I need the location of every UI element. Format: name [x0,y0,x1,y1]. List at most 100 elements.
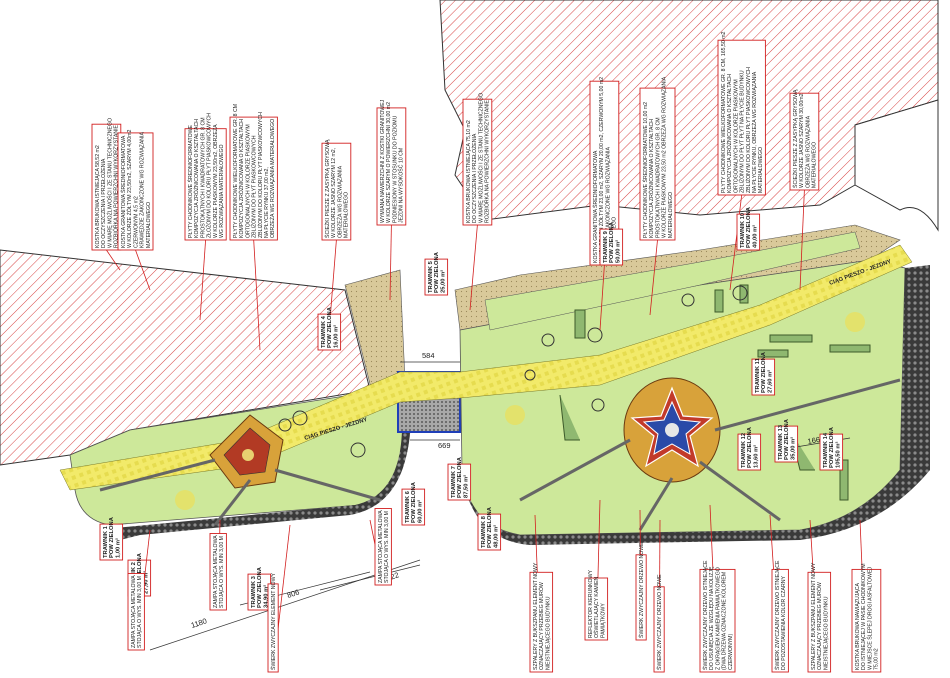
annotation-box [789,92,820,191]
annotation-text: ZBLIŻONYM DO KOLORU PŁYT PIASKOWCOWYCH [257,112,264,238]
annotation-text: W KOLORACH ŻÓŁTYM 23,00 m2, SZARYM 20,00… [598,77,605,263]
annotation-text: ŚWIERK ZWYCZAJNY DRZEWO NOWE [655,574,663,670]
annotation-text: PROSTOKĄTNYCH I KWADRATOWYCH GR. 8 CM [655,117,661,238]
annotation-text: KOSTKA BRUKOWA ISTNIEJĄCA 58,52 m2 [95,145,101,248]
annotation-text: KOMPOZYCJA ZRÓŻNICOWANA O KSZTAŁTACH [648,119,655,238]
annotation-text: MATERIAŁOWEGO [758,147,764,193]
annotation-text: PODNIESIONY W STOSUNKU DO POZIOMU [392,115,398,223]
annotation-t9: PŁYTY CHODNIKOWE ŚREDNIOFORMATOWE 10,00 … [639,76,676,241]
leader-line [649,239,658,316]
annotation-box [699,568,736,673]
annotation-text: TRAWNIK 14 [823,432,829,468]
annotation-text: TRAWNIK 4 [321,315,327,348]
dimension-806: 806 [286,587,301,599]
leader-line [199,239,206,321]
annotation-text: OZNACZAJĄCY PRZEBIEG MURÓW [538,582,545,670]
trees [175,285,865,510]
annotation-box [771,568,789,673]
annotation-text: ZAMPA STOJĄCA METALOWA [213,535,219,608]
annotation-text: TRAWNIK 6 [405,490,411,523]
annotation-text: 48,00 m² [492,525,499,548]
annotation-text: ZBLIŻONYM DO PŁYT PŁYT NA PŁYCIE BUDYNKU [739,70,746,193]
annotation-box [751,358,776,396]
annotation-text: TRAWNIK 13 [778,424,784,460]
annotation-box [447,463,472,501]
annotation-b7: ŚWIERK ZWYCZAJNY DRZEWO NOWE [635,542,647,641]
annotation-box [376,107,407,226]
annotation-text: KRAWĘDZIE ZAKOŃCZONE WG ROZWIĄZANIA [604,147,611,263]
annotation-text: OBRZEŻA WG ROZWIĄZANIA [336,165,343,238]
annotation-text: POW ZIELONA [829,426,835,468]
leader-line [599,264,605,331]
annotation-text: 34,90 m² [262,585,269,608]
annotation-text: TRAWNIK 9 [603,230,609,263]
dimension-584: 584 [422,351,435,360]
annotation-text: 16,00 m² [332,325,339,348]
annotation-text: 40,00 m² [751,225,758,248]
leader-line [729,194,743,291]
annotation-box [374,508,392,586]
annotation-box [653,586,665,673]
leader-line [389,224,392,301]
dimension-1667: 1667 [807,434,825,446]
annotation-text: DO USUNIĘCIA ZE WZGLĘDU NA KOLIZJĘ [709,566,715,670]
annotation-text: 87,50 m² [462,475,469,498]
annotation-text: OBRZEŻA WG ROZWIĄZANIA [804,115,811,188]
annotation-box [424,258,449,296]
annotation-box [717,39,766,196]
annotation-text: TRAWNIK 1 [103,525,109,558]
annotation-text: (DWA DRZEWA OZNACZONE KOLOREM [722,572,728,670]
annotation-text: ZBLIŻONYM DO PŁYT PIASKOWCOWYCH [251,135,258,238]
annotation-text: KOSTKA BRUKOWA ISTNIEJĄCA 75,10 m2 [466,120,472,223]
annotation-text: ZBLIŻONYM DO KOLORU PŁYT PIASKOWCOWYCH [745,67,752,193]
annotation-text: DO POZOSTAWIENIA KOLOR CZARNY [781,575,787,670]
annotation-text: KOMPOZYCJA ZRÓŻNICOWANA O KSZTAŁTACH [726,74,733,193]
annotation-text: WYMIANA NAWIERZCHNI Z KOSTKI GRANITOWEJ [380,99,386,223]
annotation-box [477,513,502,551]
annotation-text: DO OCZYSZCZENIA I PRZEŁOŻENIA [471,133,478,223]
annotation-box [209,533,227,611]
annotation-box [635,554,647,641]
annotation-text: POW ZIELONA [411,481,417,523]
annotation-text: ORTOGONALNYCH W KOLORZE PIASKOWYM [245,124,251,238]
leader-line [799,189,805,291]
annotation-b8: ŚWIERK ZWYCZAJNY DRZEWO NOWE [653,574,665,673]
annotation-text: MATERIAŁOWEGO [146,202,152,248]
annotation-box [774,425,799,463]
annotation-text: POW ZIELONA [784,418,790,460]
annotation-text: ROZBIÓRKA NA POWIERZCHNI WYKORZYSTANIE [484,99,491,223]
plaza-left-cobble [115,430,410,540]
annotation-text: REFLEKTOR KIERUNKOWY [588,570,594,638]
annotation-box [229,116,278,241]
annotation-text: NA PŁYCIE RYNKU, OBRZEŻA WG ROZWIĄZANIA [751,71,758,193]
annotation-box [851,568,882,673]
annotation-box [737,433,762,471]
annotation-text: KOMPOZYCJA ZRÓŻNICOWANA O KSZTAŁTACH [193,119,200,238]
annotation-text: W KOLORZE JASNO SZARYM 30,00m2 [799,93,805,188]
annotation-text: CZERWONYM) [728,634,734,670]
annotation-text: 25,00 m² [439,270,446,293]
annotation-text: ŚCIEŻKI PIESZE Z ZASYPKĄ GRYSOWĄ [791,89,799,188]
annotation-box [807,571,832,673]
annotation-b3: ŚWIERK ZWYCZAJNY ELEMENT NOWY [267,573,279,673]
annotation-text: KOSTKA GRANITOWA ŚREDNIOFORMATOWA [119,135,127,248]
annotation-text: ZAMPA STOJĄCA METALOWA [131,575,137,648]
annotation-text: 27,90 m² [142,571,149,594]
annotation-text: MATERIAŁOWEGO [344,192,350,238]
annotation-box [317,313,342,351]
